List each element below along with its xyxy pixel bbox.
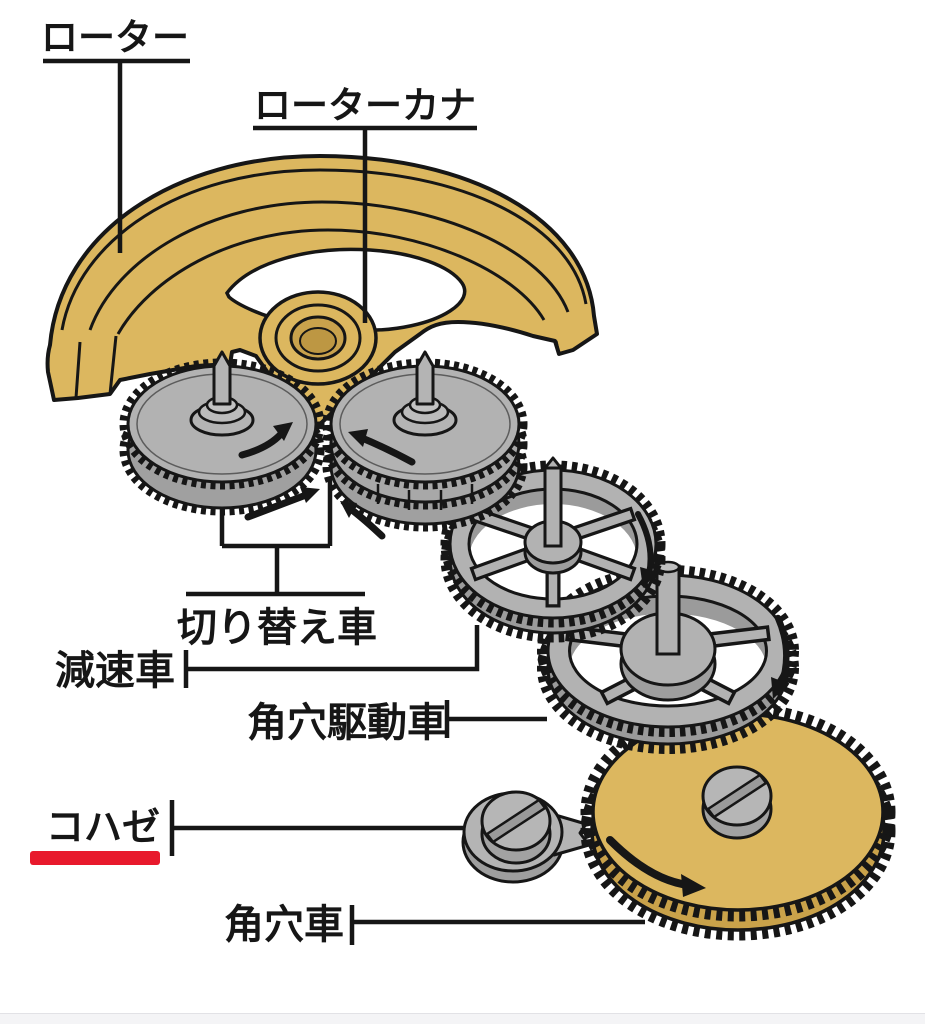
click-label: コハゼ bbox=[46, 807, 160, 849]
click-lever bbox=[461, 790, 591, 884]
footer-strip bbox=[0, 1013, 925, 1024]
rotor-rim-arc-inner bbox=[116, 228, 546, 335]
mesh-arrow-left bbox=[244, 487, 320, 521]
ratchet-wheel bbox=[580, 702, 896, 941]
click-leader-line bbox=[169, 800, 465, 856]
reduction-wheel-label: 減速車 bbox=[55, 649, 175, 693]
ratchet-wheel-label: 角穴車 bbox=[224, 903, 344, 947]
crown-ridges bbox=[376, 484, 474, 510]
rotor-rim-arc-outer bbox=[60, 168, 588, 331]
rotor-illustration bbox=[45, 154, 599, 428]
rotor-pinion-leader-line bbox=[253, 125, 477, 323]
switching-wheel-right-rotation-arrow bbox=[348, 429, 416, 466]
rotor-right-face-line bbox=[554, 340, 561, 355]
rotor-leader-line bbox=[43, 58, 190, 253]
switching-wheel-right bbox=[322, 350, 528, 532]
rotor-pinion-label: ローターカナ bbox=[254, 85, 476, 126]
reduction-wheel-leader-line bbox=[183, 625, 480, 688]
rotor-label: ローター bbox=[41, 17, 189, 58]
switching-wheel-left-rotation-arrow bbox=[238, 422, 293, 459]
ratchet-rotation-arrow bbox=[606, 836, 706, 897]
rotor-pinion-hub bbox=[258, 290, 378, 386]
rotor-left-face-line bbox=[74, 335, 118, 399]
ratchet-leader-line bbox=[349, 905, 645, 945]
drive-wheel-label: 角穴駆動車 bbox=[247, 701, 447, 745]
square-hole-drive-wheel bbox=[537, 560, 799, 754]
reduction-wheel-rotation-arrow bbox=[635, 511, 658, 588]
mesh-arrow-right bbox=[340, 501, 386, 540]
switching-wheels-bracket bbox=[186, 479, 365, 597]
switching-wheels-label: 切り替え車 bbox=[177, 606, 377, 650]
click-screw-icon bbox=[480, 790, 552, 865]
ratchet-screw-icon bbox=[701, 765, 773, 840]
rotor-rim-arc-mid bbox=[88, 200, 570, 331]
switching-wheel-left bbox=[119, 350, 325, 516]
drive-wheel-rotation-arrow bbox=[771, 614, 790, 699]
click-red-underline bbox=[30, 851, 160, 865]
drive-wheel-leader-line bbox=[444, 700, 547, 738]
reduction-wheel bbox=[440, 456, 666, 643]
